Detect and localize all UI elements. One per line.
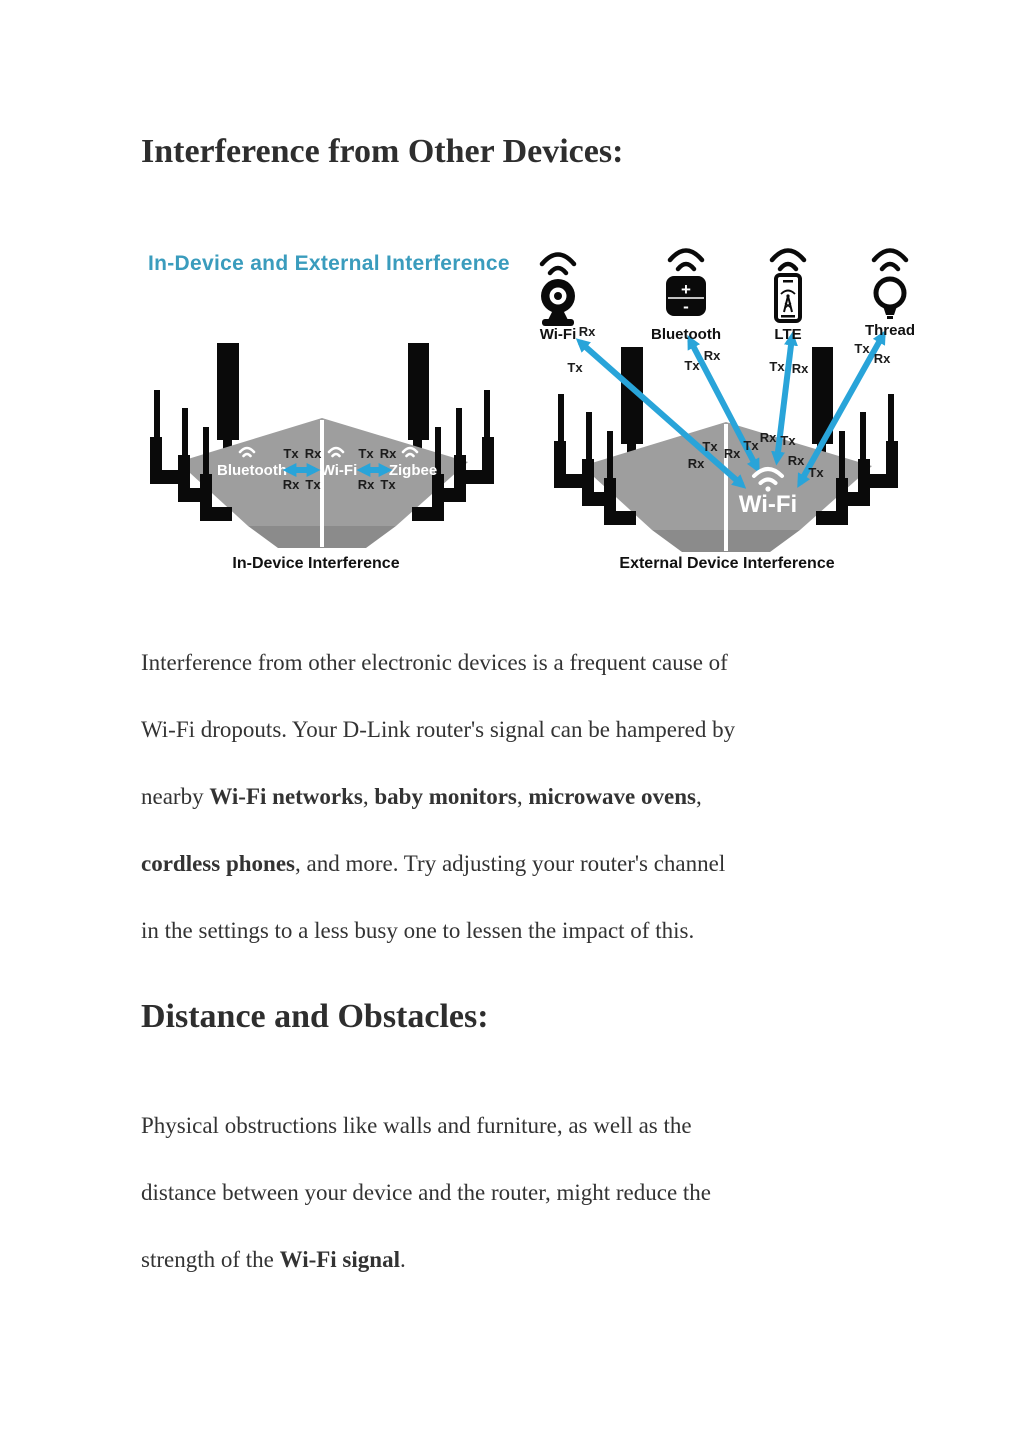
rx-label: Rx — [724, 446, 741, 461]
paragraph-line: strength of the Wi-Fi signal. — [141, 1226, 941, 1293]
tx-label: Tx — [283, 446, 299, 461]
text-segment: Wi-Fi dropouts. Your D-Link router's sig… — [141, 717, 736, 742]
radio-label-zigbee: Zigbee — [389, 462, 437, 479]
right-router: Wi-Fi Tx Rx Rx Tx Rx Tx Rx Tx Wi-Fi Rx T… — [539, 248, 915, 552]
rx-label: Rx — [688, 456, 705, 471]
lightbulb-icon — [871, 248, 909, 319]
tx-label: Tx — [358, 446, 374, 461]
router-body — [178, 418, 468, 548]
paragraph-line: in the settings to a less busy one to le… — [141, 897, 941, 964]
tx-label: Tx — [567, 360, 583, 375]
router-antenna — [217, 343, 429, 454]
rx-label: Rx — [874, 351, 891, 366]
text-segment: , — [362, 784, 375, 809]
webcam-icon — [539, 252, 577, 326]
rx-label: Rx — [792, 361, 809, 376]
heading-distance: Distance and Obstacles: — [141, 998, 489, 1035]
device-label-wifi: Wi-Fi — [540, 326, 577, 343]
smartphone-icon — [769, 248, 807, 323]
left-router: Bluetooth Wi-Fi Zigbee Tx Rx Rx Tx Tx Rx… — [150, 343, 494, 548]
text-segment-bold: Wi-Fi signal — [279, 1247, 400, 1272]
text-segment: strength of the — [141, 1247, 280, 1272]
text-segment: Physical obstructions like walls and fur… — [141, 1113, 692, 1138]
tx-label: Tx — [305, 477, 321, 492]
wifi-arc-icon — [327, 446, 345, 458]
caption-external-device: External Device Interference — [619, 555, 834, 572]
rx-label: Rx — [760, 430, 777, 445]
paragraph-line: cordless phones, and more. Try adjusting… — [141, 830, 941, 897]
interference-arrow — [797, 330, 886, 488]
rx-label: Rx — [704, 348, 721, 363]
wifi-arc-icon — [238, 446, 256, 458]
diagram-title: In-Device and External Interference — [148, 252, 510, 275]
device-label-bluetooth: Bluetooth — [651, 326, 721, 343]
text-segment: , — [695, 784, 702, 809]
speaker-minus: - — [683, 297, 689, 316]
interference-arrow — [771, 331, 798, 466]
tx-label: Tx — [808, 465, 824, 480]
router-antenna — [412, 390, 494, 521]
speaker-plus: + — [681, 280, 691, 299]
tx-label: Tx — [743, 438, 759, 453]
rx-label: Rx — [380, 446, 397, 461]
tx-label: Tx — [702, 439, 718, 454]
router-wifi-label: Wi-Fi — [739, 491, 797, 518]
tx-label: Tx — [380, 477, 396, 492]
interference-arrow — [687, 335, 760, 473]
text-segment: , — [516, 784, 529, 809]
tx-label: Tx — [780, 433, 796, 448]
paragraph-line: nearby Wi-Fi networks, baby monitors, mi… — [141, 763, 941, 830]
text-segment: in the settings to a less busy one to le… — [141, 918, 695, 943]
heading-interference: Interference from Other Devices: — [141, 133, 624, 170]
device-label-lte: LTE — [774, 326, 801, 343]
text-segment: , and more. Try adjusting your router's … — [295, 851, 726, 876]
wifi-arc-icon — [752, 467, 784, 492]
radio-label-bluetooth: Bluetooth — [217, 462, 287, 479]
router-antenna — [150, 390, 232, 521]
paragraph-distance: Physical obstructions like walls and fur… — [141, 1092, 941, 1293]
tx-label: Tx — [769, 359, 785, 374]
text-segment: nearby — [141, 784, 210, 809]
paragraph-line: Interference from other electronic devic… — [141, 629, 941, 696]
tx-label: Tx — [684, 358, 700, 373]
text-segment-bold: cordless phones — [141, 851, 295, 876]
rx-label: Rx — [305, 446, 322, 461]
text-segment-bold: Wi-Fi networks — [209, 784, 363, 809]
text-segment: Interference from other electronic devic… — [141, 650, 728, 675]
text-segment-bold: microwave ovens — [528, 784, 696, 809]
tx-label: Tx — [854, 341, 870, 356]
paragraph-line: distance between your device and the rou… — [141, 1159, 941, 1226]
speaker-icon: + - — [666, 248, 706, 316]
caption-in-device: In-Device Interference — [232, 555, 399, 572]
rx-label: Rx — [358, 477, 375, 492]
rx-label: Rx — [579, 324, 596, 339]
wifi-arc-icon — [401, 446, 419, 458]
paragraph-line: Wi-Fi dropouts. Your D-Link router's sig… — [141, 696, 941, 763]
interference-arrows — [575, 330, 886, 489]
rx-label: Rx — [283, 477, 300, 492]
radio-label-wifi: Wi-Fi — [321, 462, 358, 479]
interference-diagram: In-Device and External Interference — [148, 248, 915, 572]
text-segment: distance between your device and the rou… — [141, 1180, 712, 1205]
paragraph-interference: Interference from other electronic devic… — [141, 629, 941, 964]
rx-label: Rx — [788, 453, 805, 468]
text-segment-bold: baby monitors — [374, 784, 517, 809]
paragraph-line: Physical obstructions like walls and fur… — [141, 1092, 941, 1159]
device-label-thread: Thread — [865, 322, 915, 339]
text-segment: . — [399, 1247, 406, 1272]
